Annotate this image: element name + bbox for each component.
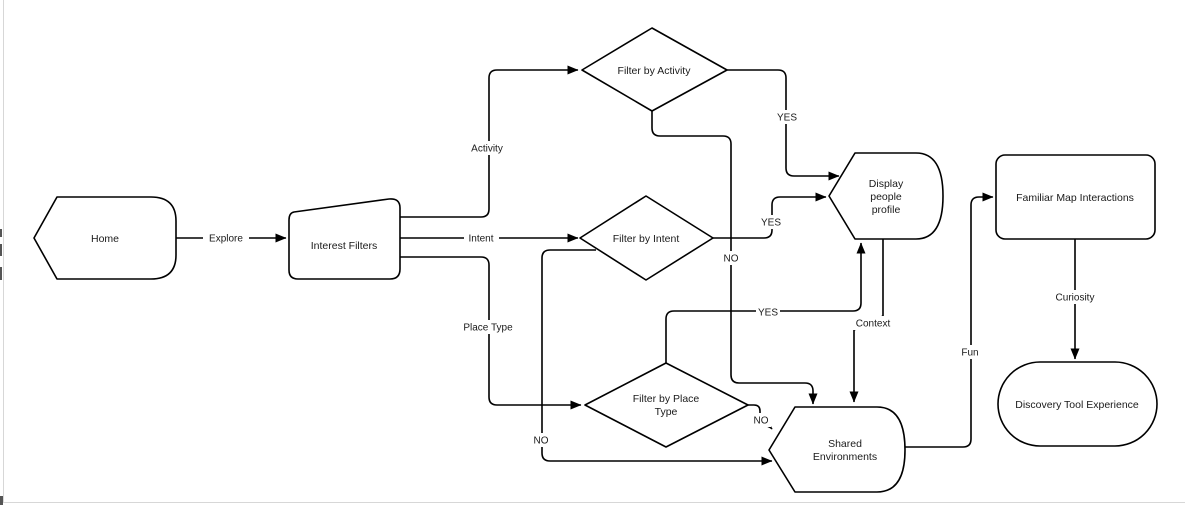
node-interest-filters-label: Interest Filters (311, 240, 378, 252)
left-edge-mark (0, 244, 2, 256)
edge-intent-no: NO (531, 249, 773, 466)
edge-place-type: Place Type (400, 256, 582, 410)
edge-label-bg (1052, 290, 1099, 304)
filter-by-activity-shape[interactable] (581, 27, 728, 112)
node-display-people-profile-label-line2: people (870, 191, 902, 203)
node-home-label: Home (91, 233, 119, 245)
edge-label-activity: Activity (471, 144, 503, 155)
edge-context: Context (849, 239, 896, 403)
edge-place-no: NO (748, 404, 773, 430)
node-filter-by-intent[interactable]: Filter by Intent (579, 195, 714, 281)
node-shared-environments[interactable]: Shared Environments (768, 406, 906, 493)
node-familiar-map-interactions-label: Familiar Map Interactions (1016, 192, 1134, 204)
edge-intent-yes: YES (713, 192, 827, 239)
edge-label-bg (759, 215, 783, 229)
interest-filters-shape[interactable] (288, 198, 401, 280)
edge-label-bg (531, 433, 551, 447)
edge-label-context: Context (856, 319, 891, 330)
edge-label-intent-yes: YES (761, 218, 781, 229)
node-discovery-tool-experience-label: Discovery Tool Experience (1015, 399, 1139, 411)
node-filter-by-intent-label: Filter by Intent (613, 233, 680, 245)
node-filter-by-place-type[interactable]: Filter by Place Type (584, 362, 749, 448)
edge-activity: Activity (400, 65, 579, 218)
edge-label-intent: Intent (468, 234, 493, 245)
edge-label-bg (756, 305, 780, 319)
node-interest-filters[interactable]: Interest Filters (288, 198, 401, 280)
edge-label-explore: Explore (209, 234, 243, 245)
node-shared-environments-label-line2: Environments (813, 451, 877, 463)
edge-label-place-no: NO (754, 416, 769, 427)
node-discovery-tool-experience[interactable]: Discovery Tool Experience (997, 361, 1158, 447)
edge-label-bg (775, 110, 799, 124)
left-edge-mark (0, 267, 2, 280)
edge-fun-path (905, 192, 994, 448)
edge-label-bg (721, 251, 741, 265)
edge-label-bg (851, 316, 896, 330)
filter-by-intent-shape[interactable] (579, 195, 714, 281)
node-home[interactable]: Home (33, 196, 177, 280)
edge-label-bg (464, 141, 511, 155)
left-edge-mark (0, 496, 3, 505)
edge-label-bg (203, 231, 249, 245)
edge-label-bg (751, 413, 771, 427)
edge-label-bg (464, 231, 499, 245)
edge-place-yes: YES (665, 242, 866, 363)
edge-label-place-yes: YES (758, 308, 778, 319)
discovery-tool-experience-shape[interactable] (997, 361, 1158, 447)
filter-by-place-type-shape[interactable] (584, 362, 749, 448)
node-display-people-profile-label-line3: profile (872, 204, 901, 216)
shared-environments-shape[interactable] (768, 406, 906, 493)
node-familiar-map-interactions[interactable]: Familiar Map Interactions (995, 154, 1156, 240)
edge-curiosity: Curiosity (1052, 239, 1099, 360)
node-display-people-profile-label-line1: Display (869, 178, 904, 190)
node-filter-by-activity[interactable]: Filter by Activity (581, 27, 728, 112)
edge-label-place-type: Place Type (463, 323, 513, 334)
familiar-map-interactions-shape[interactable] (995, 154, 1156, 240)
node-filter-by-activity-label: Filter by Activity (618, 65, 692, 77)
nodes-layer: Home Interest Filters Filter by Activity… (33, 27, 1158, 493)
edge-intent: Intent (400, 231, 579, 245)
edge-label-activity-yes: YES (777, 113, 797, 124)
home-shape[interactable] (33, 196, 177, 280)
edge-activity-yes: YES (727, 69, 840, 181)
edge-explore: Explore (176, 231, 287, 245)
node-filter-by-place-type-label-line1: Filter by Place (633, 393, 700, 405)
edge-label-intent-no: NO (534, 436, 549, 447)
edge-intent-no-path (541, 249, 773, 466)
edge-activity-no: NO (651, 111, 818, 405)
node-shared-environments-label-line1: Shared (828, 438, 862, 450)
left-edge-mark (0, 229, 2, 237)
edge-label-curiosity: Curiosity (1056, 293, 1095, 304)
edge-place-no-path (748, 404, 773, 430)
edge-label-bg (959, 345, 982, 359)
edges-layer: Explore Activity Intent Place Type YES N… (176, 65, 1099, 466)
edge-place-yes-path (665, 242, 866, 363)
edge-label-activity-no: NO (724, 254, 739, 265)
edge-label-bg (460, 320, 516, 334)
node-display-people-profile[interactable]: Display people profile (828, 152, 944, 240)
edge-fun: Fun (905, 192, 994, 448)
display-people-profile-shape[interactable] (828, 152, 944, 240)
edge-label-fun: Fun (961, 348, 978, 359)
node-filter-by-place-type-label-line2: Type (655, 406, 678, 418)
